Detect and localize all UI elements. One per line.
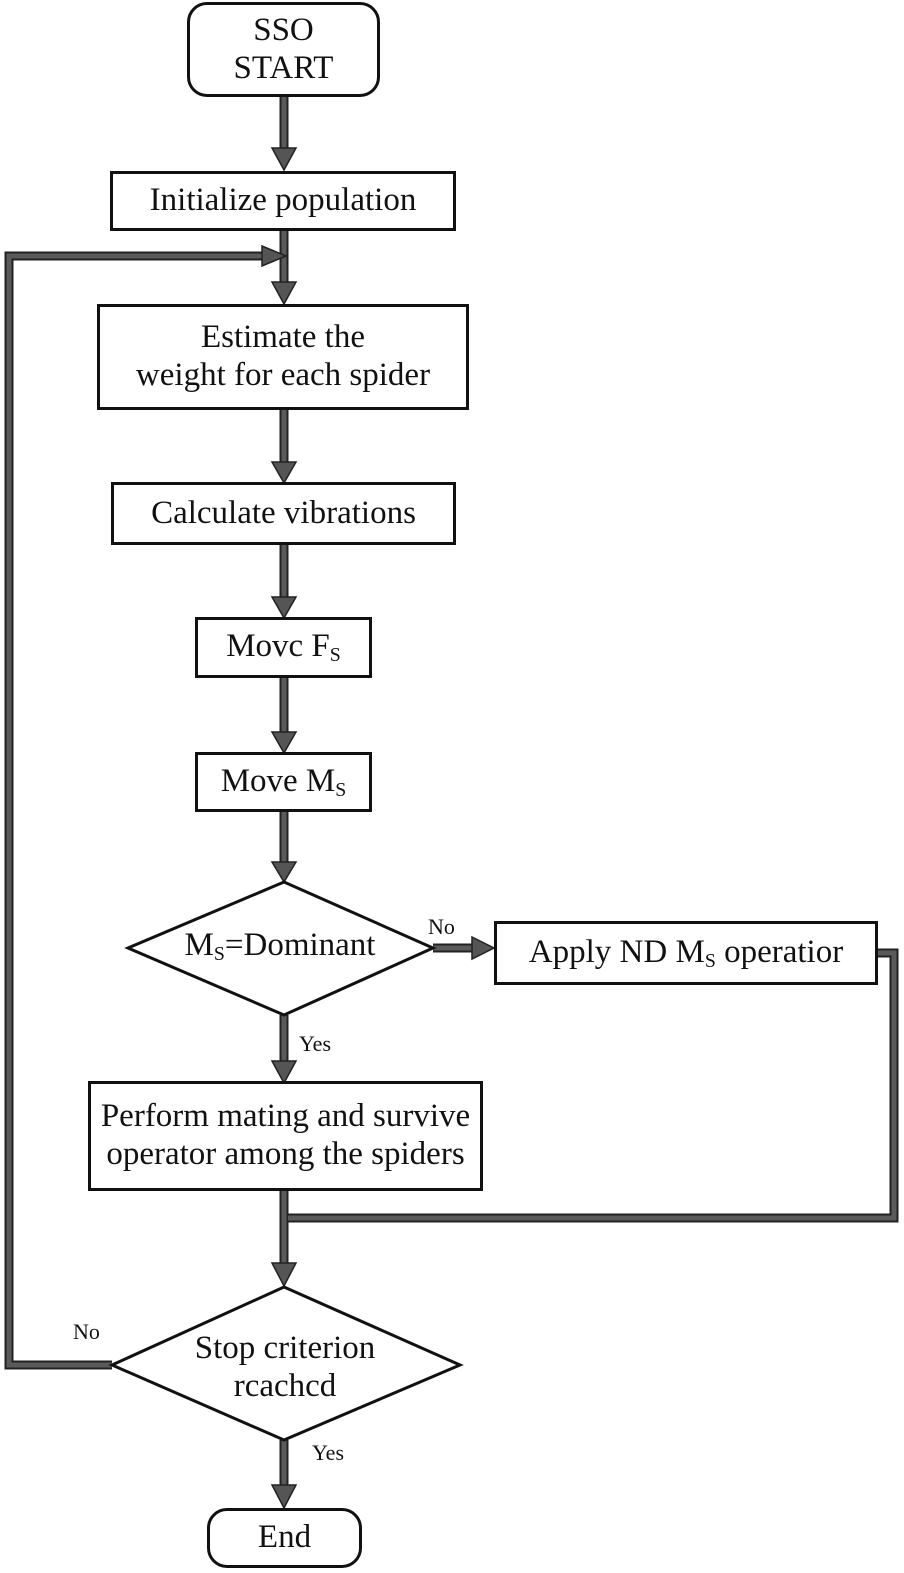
arrowhead-mating <box>270 1060 298 1085</box>
apply-nd-subscript: S <box>704 949 716 972</box>
start-line2: START <box>233 49 334 86</box>
decision-stop-label: Stop criterion rcachcd <box>150 1326 420 1410</box>
arrowhead-movefs <box>270 596 298 620</box>
estimate-line1: Estimate the <box>200 319 366 356</box>
stop-line1: Stop criterion <box>194 1330 376 1367</box>
move-fs-text: Movc F <box>226 628 330 665</box>
arrowhead-decision <box>270 861 298 884</box>
end-terminal: End <box>207 1508 362 1568</box>
dominant-subscript: S <box>213 942 225 965</box>
estimate-line2: weight for each spider <box>135 357 431 393</box>
mating-operator-box: Perform mating and survive operator amon… <box>88 1081 483 1191</box>
edge-label-stop-yes: Yes <box>312 1440 345 1465</box>
start-line1: SSO <box>253 11 314 48</box>
arrowhead-end <box>270 1484 298 1510</box>
arrowhead-init <box>270 147 298 172</box>
edge-label-dominant-no: No <box>428 914 455 939</box>
dominant-post: =Dominant <box>224 926 376 963</box>
move-ms-box: Move MS <box>195 752 372 812</box>
decision-dominant-label: MS=Dominant <box>130 918 430 974</box>
apply-nd-post: operatior <box>715 933 844 970</box>
edge-label-stop-no: No <box>73 1319 100 1344</box>
arrowhead-vibrations <box>270 461 298 485</box>
arrowhead-loop-merge <box>261 244 288 268</box>
arrowhead-apply <box>471 935 496 961</box>
apply-nd-pre: Apply ND M <box>528 933 705 970</box>
mating-line2: operator among the spiders <box>106 1136 465 1172</box>
arrowhead-estimate <box>270 281 298 306</box>
start-terminal: SSO START <box>187 2 380 97</box>
decision-dominant-shape <box>124 880 437 1017</box>
calculate-vibrations-box: Calculate vibrations <box>111 482 456 545</box>
arrowheads <box>261 147 496 1510</box>
calculate-vibrations-label: Calculate vibrations <box>151 494 416 531</box>
move-ms-text: Move M <box>220 762 336 799</box>
mating-line1: Perform mating and survive <box>100 1098 471 1135</box>
edge-label-dominant-yes: Yes <box>299 1031 332 1056</box>
dominant-pre: M <box>184 926 214 963</box>
move-fs-box: Movc FS <box>195 617 372 678</box>
move-ms-label: Move MS <box>221 763 347 802</box>
arrowhead-stop <box>270 1262 298 1288</box>
stop-line2: rcachcd <box>233 1368 337 1404</box>
init-population-label: Initialize population <box>149 182 417 219</box>
move-ms-subscript: S <box>335 778 347 801</box>
move-fs-label: Movc FS <box>226 628 341 667</box>
init-population-box: Initialize population <box>110 171 456 231</box>
apply-nd-box: Apply ND MS operatior <box>494 921 878 985</box>
end-label: End <box>257 1519 312 1556</box>
estimate-weight-box: Estimate the weight for each spider <box>97 304 469 410</box>
arrowhead-movems <box>270 731 298 755</box>
decision-stop-shape <box>108 1285 464 1442</box>
move-fs-subscript: S <box>329 644 341 667</box>
